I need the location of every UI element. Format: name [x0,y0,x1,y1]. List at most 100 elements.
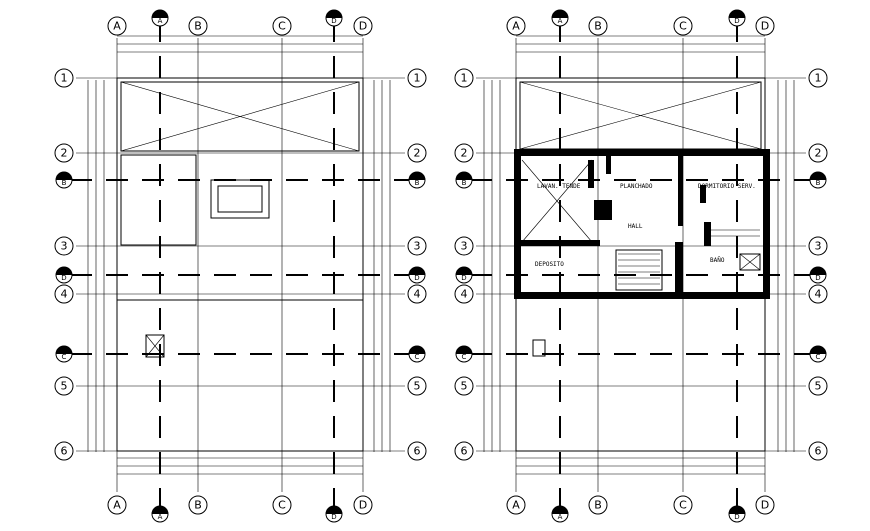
plan1-row-3-right-label: 3 [414,240,421,253]
plan1-row-4-left-bubble [54,284,74,304]
plan1-col-C-bottom-label: C [278,499,286,512]
plan2-section-C-left-2-mark-label: C [462,353,467,361]
plan1-section-D-right-1-mark-fill [409,267,425,275]
plan2-section-B-right-0-mark-fill [810,172,826,180]
plan2-row-5-right-bubble [808,376,828,396]
plan2-col-B-top-bubble [588,16,608,36]
plan2-section-D-left-1-mark-fill [456,267,472,275]
plan2-section-B-right-0-mark-label: B [816,179,821,187]
plan1-col-B-bottom-bubble [188,495,208,515]
plan2-col-C-top-bubble [673,16,693,36]
plan1-col-C-top-label: C [278,20,286,33]
plan2-col-D-bottom-bubble [755,495,775,515]
plan1-section-A-bottom-mark-fill [152,506,168,514]
plan2-row-5-left-label: 5 [461,380,468,393]
plan2-section-A-bottom-mark-label: A [558,513,563,521]
plan2-section-A-top-mark-label: A [558,17,563,25]
plan2-col-A-bottom-bubble [506,495,526,515]
plan2-section-D-left-1-mark-label: D [461,274,466,282]
plan2-section-D-bottom-mark-label: D [734,513,739,521]
plan1-row-2-right-bubble [407,143,427,163]
plan2-row-3-right-bubble [808,236,828,256]
plan1-col-B-bottom-label: B [194,499,202,512]
plan2-row-1-right-label: 1 [815,72,822,85]
plan2-section-D-right-1-mark-fill [810,267,826,275]
plan2-row-2-right-label: 2 [815,147,822,160]
plan2-section-D-top-mark-label: D [734,17,739,25]
room-label-laundry: LAVAN. TENDE [537,183,581,190]
plan1-row-1-right-label: 1 [414,72,421,85]
plan2-section-A-top-mark-fill [552,10,568,18]
plan1-row-1-right-bubble [407,68,427,88]
plan1-section-D-bottom-mark-label: D [331,513,336,521]
plan1-section-A-top-mark-fill [152,10,168,18]
plan1-col-B-top-bubble [188,16,208,36]
plan2-row-3-left-label: 3 [461,240,468,253]
plan2-section-B-left-0-mark-fill [456,172,472,180]
plan2-row-3-left-bubble [454,236,474,256]
plan2-col-A-bottom-label: A [512,499,520,512]
right-plan: LAVAN. TENDE PLANCHADO DORMITORIO SERV. … [470,20,812,510]
plan1-section-C-right-2-mark-fill [409,346,425,354]
plan2-col-C-top-label: C [679,20,687,33]
plan2-row-4-right-bubble [808,284,828,304]
room-label-ironing: PLANCHADO [620,183,653,190]
plan1-row-5-right-bubble [407,376,427,396]
plan2-section-C-right-2-mark-fill [810,346,826,354]
plan2-section-D-top-mark-fill [729,10,745,18]
plan2-col-B-bottom-bubble [588,495,608,515]
plan1-section-D-left-1-mark-fill [56,267,72,275]
plan1-row-4-right-bubble [407,284,427,304]
plan1-row-3-left-bubble [54,236,74,256]
plan1-col-D-top-bubble [353,16,373,36]
plan1-col-B-top-label: B [194,20,202,33]
plan1-section-B-left-0-mark-fill [56,172,72,180]
plan1-section-B-right-0-mark-label: B [415,179,420,187]
plan1-col-D-top-label: D [359,20,367,33]
plan1-section-B-left-0-mark-label: B [62,179,67,187]
plan1-row-5-left-bubble [54,376,74,396]
plan2-row-1-right-bubble [808,68,828,88]
plan2-row-2-left-bubble [454,143,474,163]
plan1-section-A-top-mark-label: A [158,17,163,25]
plan2-row-1-left-label: 1 [461,72,468,85]
plan1-col-C-bottom-bubble [272,495,292,515]
plan2-col-C-bottom-bubble [673,495,693,515]
plan2-row-6-right-bubble [808,441,828,461]
plan1-row-3-left-label: 3 [61,240,68,253]
plan1-row-2-left-bubble [54,143,74,163]
plan1-row-6-right-label: 6 [414,445,421,458]
plan2-col-D-top-bubble [755,16,775,36]
plan2-row-6-left-label: 6 [461,445,468,458]
plan2-col-A-top-bubble [506,16,526,36]
plan1-row-6-right-bubble [407,441,427,461]
plan2-row-5-left-bubble [454,376,474,396]
plan1-row-6-left-label: 6 [61,445,68,458]
plan2-section-B-left-0-mark-label: B [462,179,467,187]
plan2-row-2-left-label: 2 [461,147,468,160]
room-label-bathroom: BAÑO [710,257,725,264]
plan1-section-D-left-1-mark-label: D [61,274,66,282]
plan1-col-D-bottom-label: D [359,499,367,512]
plan1-section-D-top-mark-label: D [331,17,336,25]
plan2-section-A-bottom-mark-fill [552,506,568,514]
plan2-col-B-top-label: B [594,20,602,33]
plan2-row-5-right-label: 5 [815,380,822,393]
plan1-section-D-right-1-mark-label: D [414,274,419,282]
plan1-col-C-top-bubble [272,16,292,36]
plan2-section-D-right-1-mark-label: D [815,274,820,282]
plan2-row-2-right-bubble [808,143,828,163]
plan1-col-A-bottom-label: A [113,499,121,512]
plan2-row-6-left-bubble [454,441,474,461]
plan1-row-3-right-bubble [407,236,427,256]
plan1-row-2-left-label: 2 [61,147,68,160]
room-label-hall: HALL [628,223,643,230]
plan2-section-C-left-2-mark-fill [456,346,472,354]
plan2-section-C-right-2-mark-label: C [816,353,821,361]
plan1-section-D-bottom-mark-fill [326,506,342,514]
plan2-row-4-left-bubble [454,284,474,304]
plan2-section-D-bottom-mark-fill [729,506,745,514]
plan1-col-A-bottom-bubble [107,495,127,515]
plan2-row-4-right-label: 4 [815,288,822,301]
